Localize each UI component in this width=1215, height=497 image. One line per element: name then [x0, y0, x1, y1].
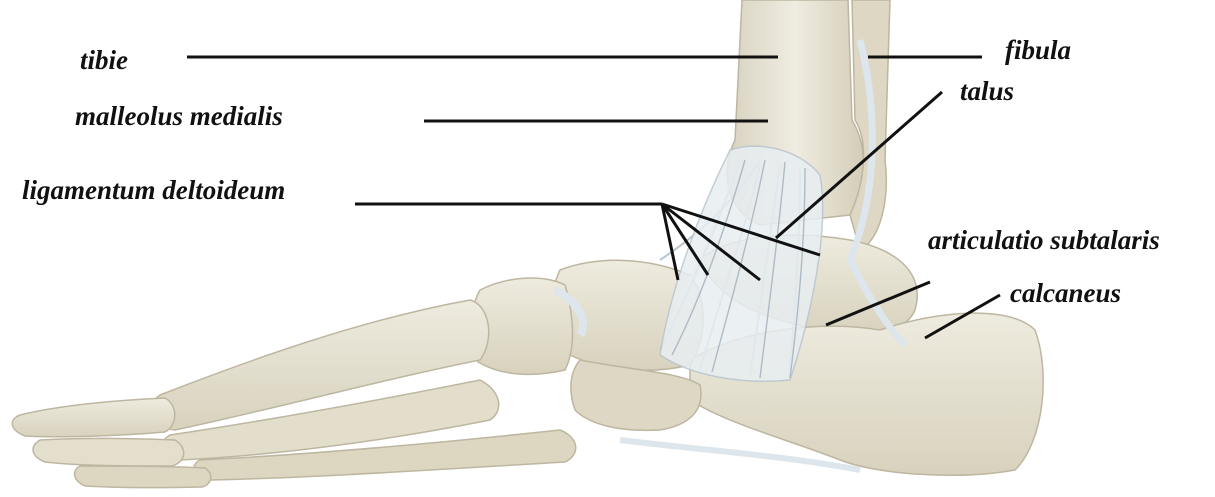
phalanx-1: [12, 398, 175, 437]
label-ligamentum-deltoideum: ligamentum deltoideum: [22, 177, 285, 204]
label-fibula: fibula: [1005, 37, 1071, 64]
label-articulatio-subtalaris: articulatio subtalaris: [928, 227, 1160, 254]
label-calcaneus: calcaneus: [1010, 280, 1121, 307]
label-tibie: tibie: [80, 47, 128, 74]
cuboid-bone: [571, 360, 701, 430]
label-talus: talus: [960, 78, 1014, 105]
phalanx-3: [75, 466, 211, 488]
label-malleolus-medialis: malleolus medialis: [75, 103, 283, 130]
phalanx-2: [33, 439, 184, 467]
